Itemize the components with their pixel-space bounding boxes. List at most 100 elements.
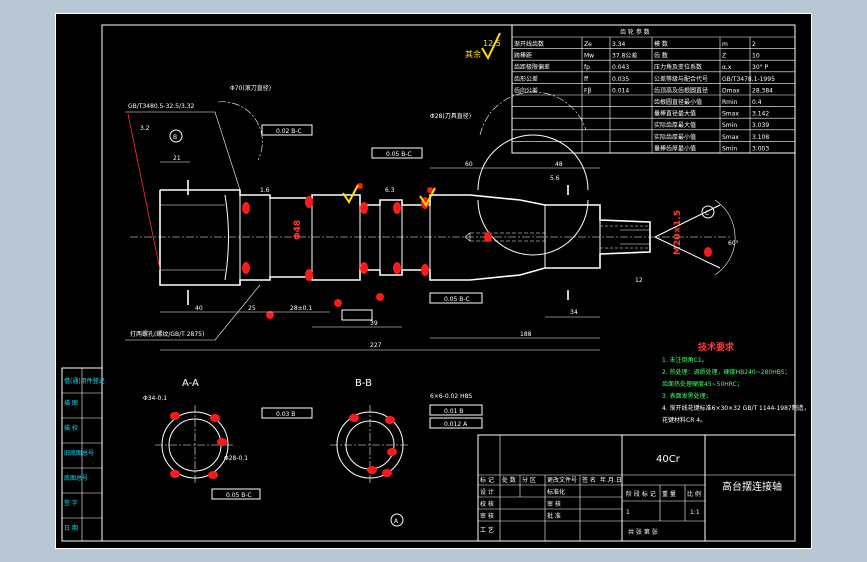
section-b-title: B-B xyxy=(355,378,372,389)
gear-table-cell: 实际齿厚最小值 xyxy=(654,133,696,141)
header-cell: 签 名 xyxy=(582,476,596,484)
gear-table-cell: Ze xyxy=(584,41,592,48)
gear-table-cell: GB/T3478.1-1995 xyxy=(722,76,775,83)
section-a-title: A-A xyxy=(182,378,199,389)
gear-table-cell: 量棒齿厚最小值 xyxy=(654,144,696,152)
callout-hole: 打两螺孔(螺纹/GB/T 2875) xyxy=(130,330,204,338)
gear-table-cell: m xyxy=(722,41,728,48)
tech-req-item: 3. 表面发黑处理； xyxy=(662,392,712,400)
roughness-check-icon xyxy=(419,187,436,207)
gear-table-cell: Fβ xyxy=(584,87,591,94)
row-label: 设 计 xyxy=(480,488,494,496)
tol3: 0.05 B-C xyxy=(444,296,470,303)
gear-table-cell: 齿顶高及齿根圆直径 xyxy=(654,86,708,94)
red-markers xyxy=(242,183,712,319)
strip-label: 签 字 xyxy=(64,499,78,507)
gear-table-cell: Dmax xyxy=(722,87,740,94)
gear-table-cell: ff xyxy=(584,76,589,83)
gear-table-cell: 跨棒距 xyxy=(514,52,532,60)
section-b: B-B 0.03 B 6×6-0.02 H8S 0.01 B 0.012 A A xyxy=(261,378,483,527)
tool-circle xyxy=(479,91,587,136)
tool-circle xyxy=(217,101,263,161)
dim-48: 48 xyxy=(555,161,563,168)
tool-arc xyxy=(477,199,589,256)
gear-table-cell: 量棒直径最大值 xyxy=(654,110,696,118)
row-label: 工 艺 xyxy=(480,526,494,534)
dim-r: 3.2 xyxy=(140,125,150,132)
tol-b1: 0.01 B xyxy=(444,408,463,415)
drawing-sheet xyxy=(55,13,812,549)
tol-a2: 0.05 B-C xyxy=(226,492,252,499)
header-cell: 分 区 xyxy=(522,476,536,484)
gear-table-cell: 30° P xyxy=(752,64,769,71)
gear-table-cell: 10 xyxy=(752,53,760,60)
strip-label: 描 校 xyxy=(64,424,78,432)
gear-table-cell: 实际齿厚最大值 xyxy=(654,121,696,129)
row-label: 校 核 xyxy=(480,500,494,508)
dim-34: 34 xyxy=(570,309,578,316)
material: 40Cr xyxy=(656,454,681,465)
mid-label: 审 核 xyxy=(547,500,561,508)
tech-req-item: 4. 渐开线花键标准6×30×32 GB/T 1144-1987制造， xyxy=(662,404,810,412)
tech-requirements: 技术要求 1. 未注倒角C1。 2. 热处理：调质处理，硬度HB240~280H… xyxy=(662,341,810,424)
label-a: A xyxy=(394,518,399,525)
gear-table-cell: 0.043 xyxy=(612,64,629,71)
gear-table-cell: 0.035 xyxy=(612,76,629,83)
strip-label: 旧底图总号 xyxy=(64,449,94,457)
dim-40: 40 xyxy=(195,305,203,312)
callout-tool1: Φ70(滚刀直径) xyxy=(230,84,271,92)
tech-req-item: 齿面热处理硬度45~50HRC； xyxy=(662,380,743,388)
gear-table-cell: 0.4 xyxy=(752,99,762,106)
title-block: 40Cr 高台摆连接轴 标 记 处 数 分 区 更改文件号 签 名 年.月.日 … xyxy=(477,434,796,542)
gear-table-cell: 齿形公差 xyxy=(514,75,538,83)
header-cell: 标 记 xyxy=(480,476,494,484)
tol2: 0.05 B-C xyxy=(386,151,412,158)
gear-table-title: 齿 轮 参 数 xyxy=(620,28,650,36)
col-label: 比 例 xyxy=(687,490,701,498)
header-cell: 年.月.日 xyxy=(600,476,622,484)
header-cell: 处 数 xyxy=(502,476,516,484)
dimension-lines: 227 188 40 39 34 25 28±0.1 21 60 48 5.6 … xyxy=(160,129,739,351)
gear-table-cell: 3.34 xyxy=(612,41,626,48)
inner-frame xyxy=(101,24,796,542)
gear-table-cell: 齿 数 xyxy=(654,52,668,60)
scale: 1:1 xyxy=(690,509,700,516)
tol-b2: 0.012 A xyxy=(444,421,468,428)
label-b: B xyxy=(173,134,177,141)
strip-label: 底图总号 xyxy=(64,474,88,482)
gear-table-cell: fp xyxy=(584,64,590,71)
gear-table-cell: Mw xyxy=(584,53,594,60)
gear-table-cell: Rmin xyxy=(722,99,738,106)
left-strip: 借(通)用件登记 描 图 描 校 旧底图总号 底图总号 签 字 日 期 xyxy=(61,367,105,542)
dim-188: 188 xyxy=(520,331,532,338)
gear-table-cell: 齿向公差 xyxy=(514,86,538,94)
tech-req-item: 花键材料CR 4。 xyxy=(662,416,706,424)
gear-table-cell: 3.108 xyxy=(752,134,769,141)
gear-table-cell: 3.142 xyxy=(752,111,769,118)
qty: 1 xyxy=(626,509,630,516)
tolerance-frames: 0.02 B-C 0.05 B-C 0.05 B-C xyxy=(261,124,483,321)
mid-label: 标准化 xyxy=(547,488,565,496)
part-name: 高台摆连接轴 xyxy=(722,480,782,493)
dim-6: 6.3 xyxy=(385,187,395,194)
row-label: 审 核 xyxy=(480,512,494,520)
gear-table-cell: 公差等级与配合代号 xyxy=(654,75,708,83)
tech-req-title: 技术要求 xyxy=(698,341,735,353)
dim-21: 21 xyxy=(173,155,181,162)
gear-table-cell: Z xyxy=(722,53,726,60)
strip-label: 借(通)用件登记 xyxy=(64,377,105,385)
mid-label: 批 准 xyxy=(547,512,561,520)
roughness-value: 12.5 xyxy=(483,39,501,48)
sheet-info: 共 张 第 张 xyxy=(628,528,658,536)
dim-overall: 227 xyxy=(370,342,382,349)
gear-table-cell: Smax xyxy=(722,111,739,118)
gear-table-cell: 0.014 xyxy=(612,87,629,94)
gear-table-cell: Smin xyxy=(722,122,737,129)
dim-25: 25 xyxy=(248,305,256,312)
strip-label: 日 期 xyxy=(64,524,78,532)
dim-phi-a: Φ34-0.1 xyxy=(143,395,167,402)
strip-label: 描 图 xyxy=(64,399,78,407)
dim-60: 60 xyxy=(465,161,473,168)
